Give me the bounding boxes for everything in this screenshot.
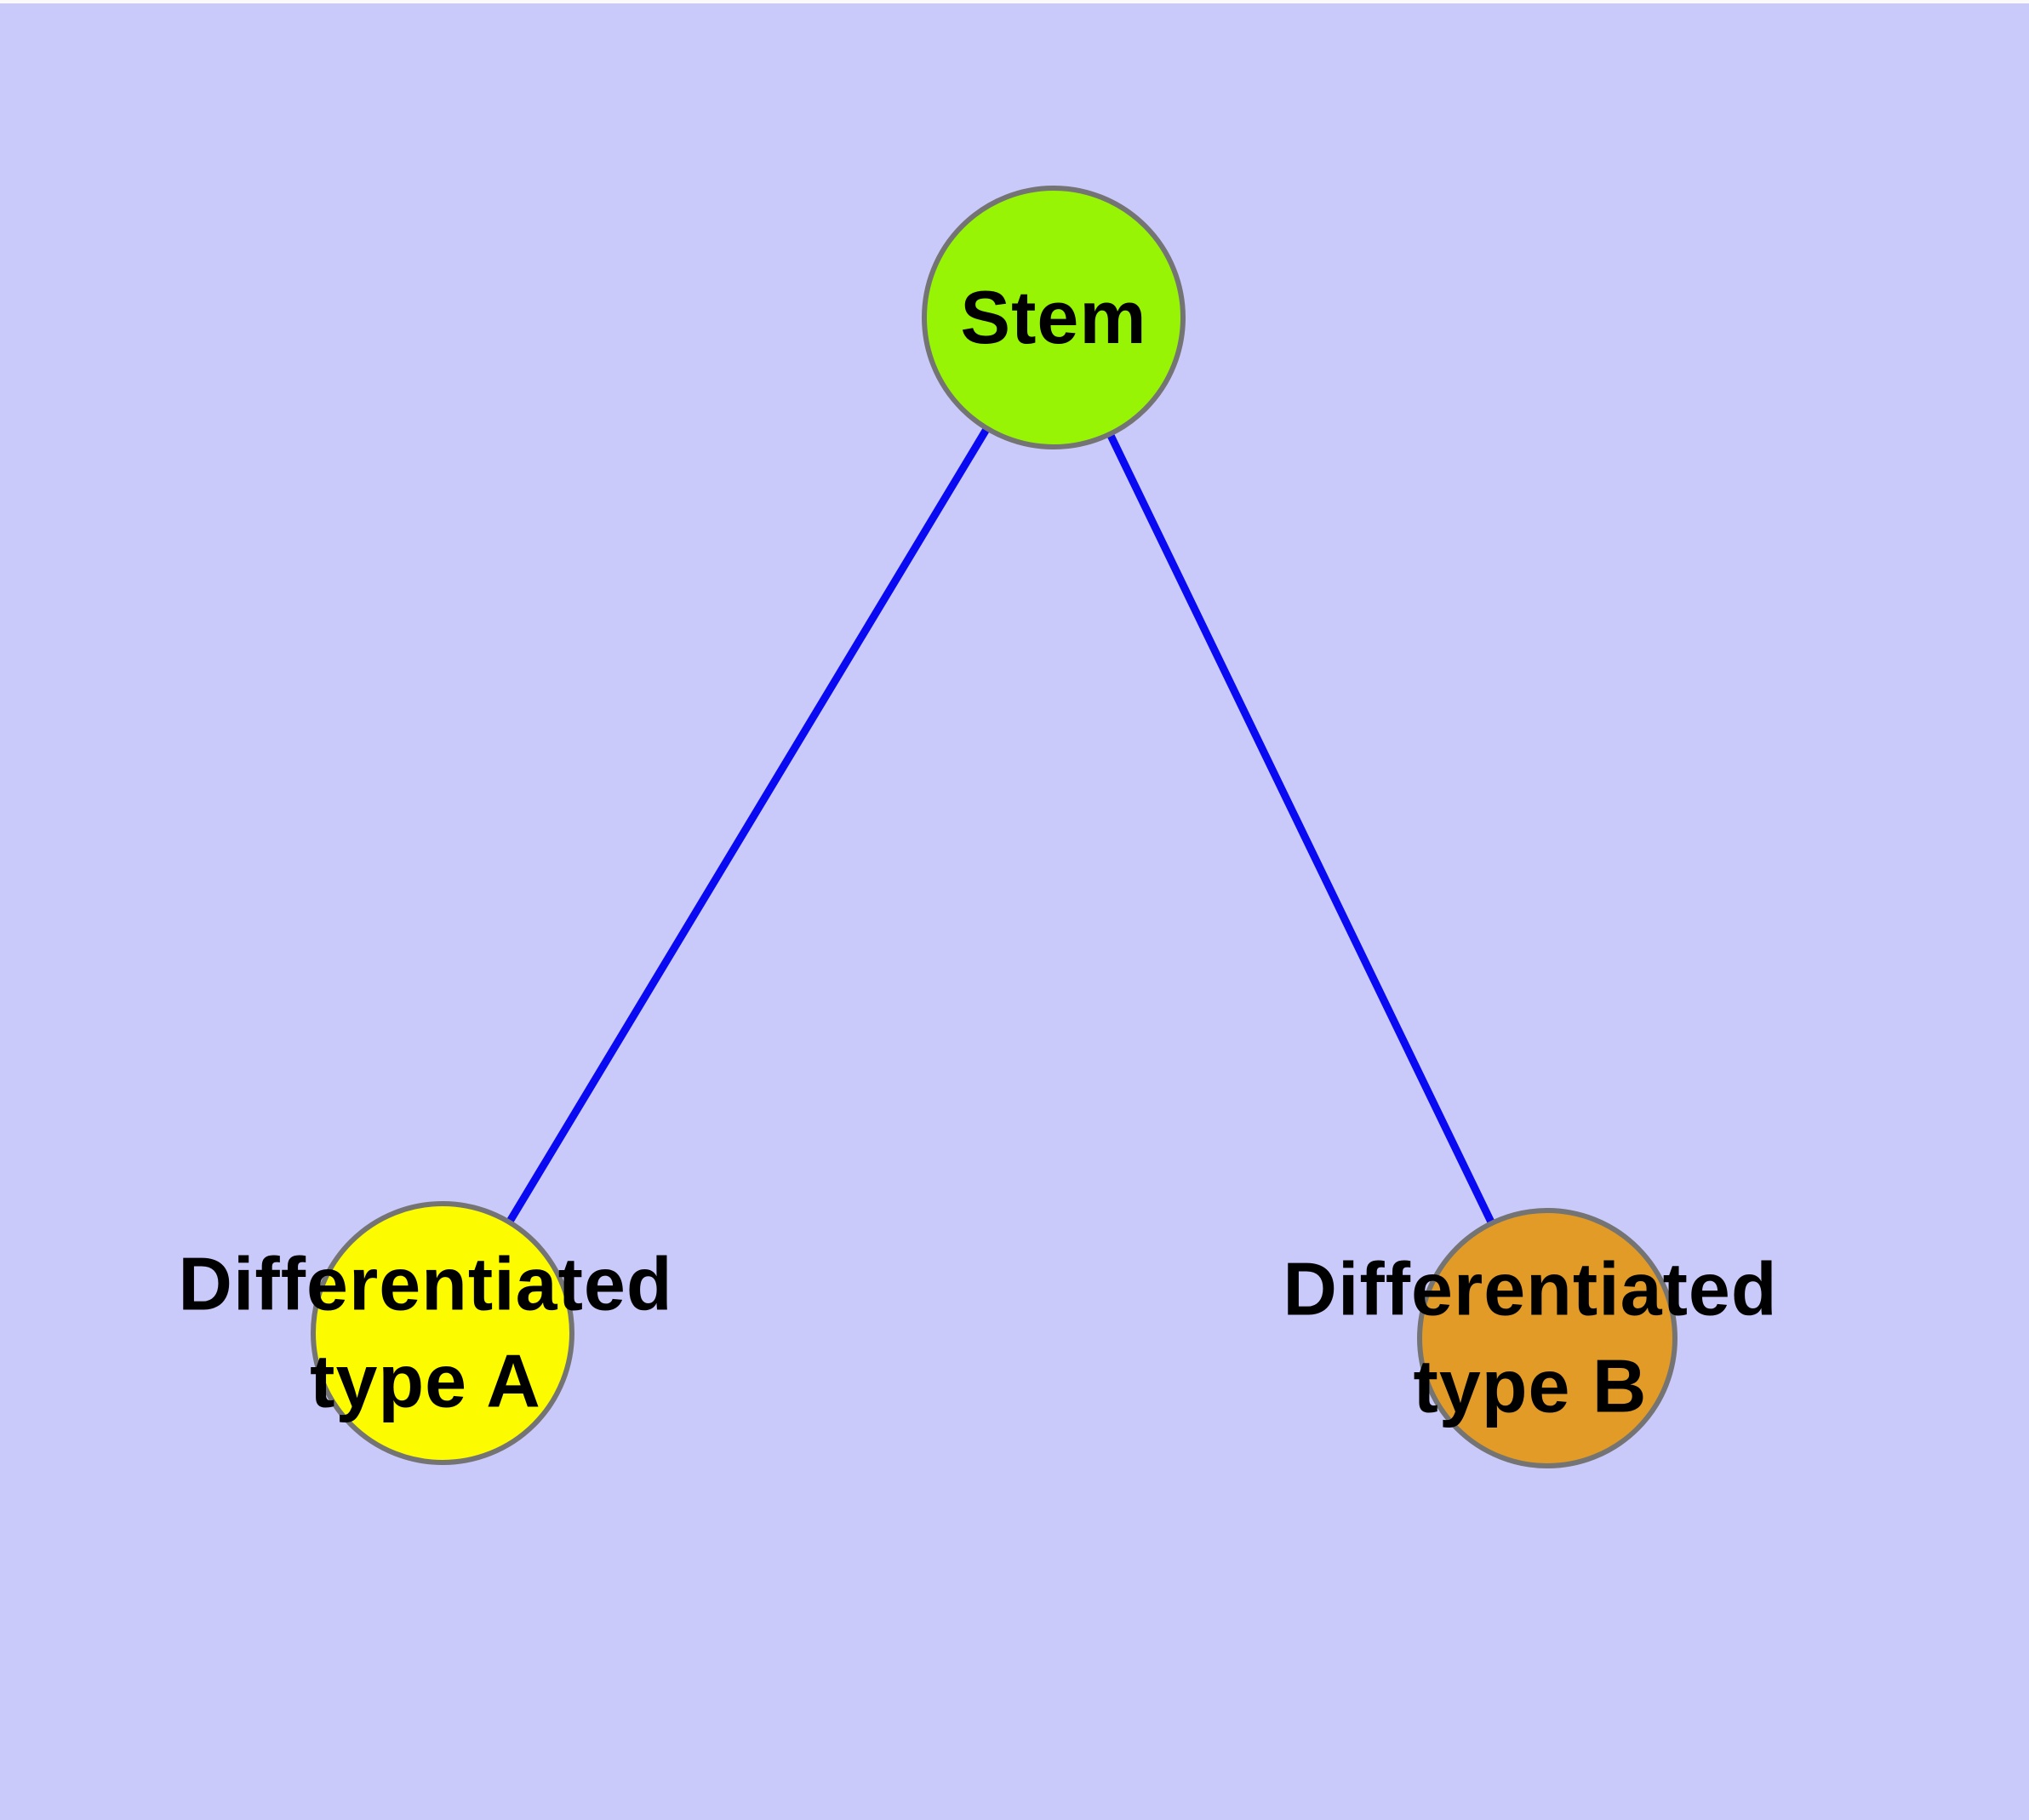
node-differentiated-type-a-circle [311, 1201, 574, 1465]
node-differentiated-type-b-label-line2: type B [1413, 1344, 1648, 1428]
top-border-strip [0, 0, 2029, 3]
node-differentiated-type-b-circle [1417, 1208, 1677, 1468]
node-differentiated-type-b-label-line1: Differentiated [1283, 1246, 1778, 1331]
node-stem-circle [922, 186, 1186, 449]
edge-stem-to-type-b [1049, 316, 1552, 1340]
node-differentiated-type-a-label-line1: Differentiated [178, 1241, 673, 1326]
node-differentiated-type-b-label: Differentiated type B [1283, 1241, 1777, 1436]
node-stem-label: Stem [960, 274, 1147, 359]
node-differentiated-type-a-label-line2: type A [310, 1339, 541, 1423]
edge-stem-to-type-a [439, 315, 1057, 1336]
node-differentiated-type-a-label: Differentiated type A [178, 1236, 672, 1431]
